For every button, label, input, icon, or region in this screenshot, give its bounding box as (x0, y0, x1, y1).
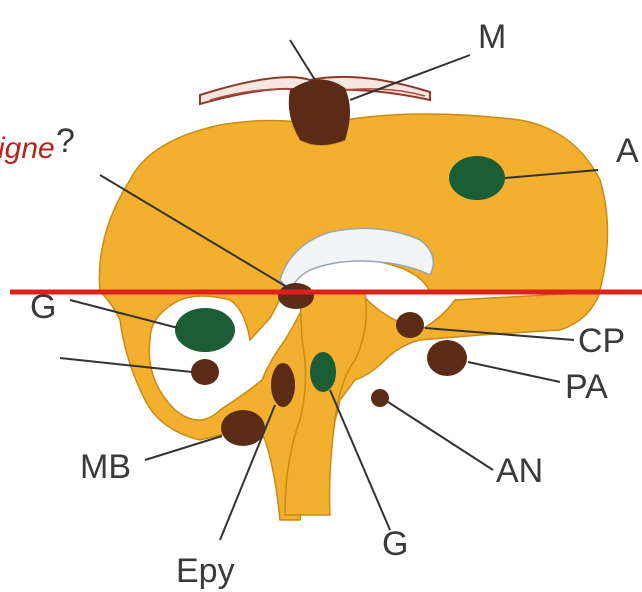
structure-A (449, 156, 505, 200)
partial-italic-label: igne (0, 132, 55, 165)
structure-MB (221, 410, 265, 446)
label-M: M (478, 18, 506, 56)
label-G-bottom: G (382, 525, 408, 563)
lower-left-nucleus (191, 359, 219, 385)
structure-AN (371, 389, 389, 407)
structure-G-left (175, 308, 235, 352)
structure-PA (427, 340, 467, 376)
epy-nucleus (271, 363, 295, 407)
structure-CP (396, 312, 424, 338)
label-AN: AN (496, 452, 543, 490)
question-label: ? (56, 122, 75, 160)
central-nucleus (278, 283, 314, 309)
label-Epy: Epy (176, 552, 235, 590)
label-PA: PA (565, 368, 608, 406)
structure-G-bottom (310, 352, 336, 392)
label-A: A (616, 132, 639, 170)
structure-M (289, 79, 350, 145)
cerebral-hemisphere (99, 114, 607, 292)
label-G-left: G (30, 288, 56, 326)
label-CP: CP (578, 322, 625, 360)
label-MB: MB (80, 448, 131, 486)
